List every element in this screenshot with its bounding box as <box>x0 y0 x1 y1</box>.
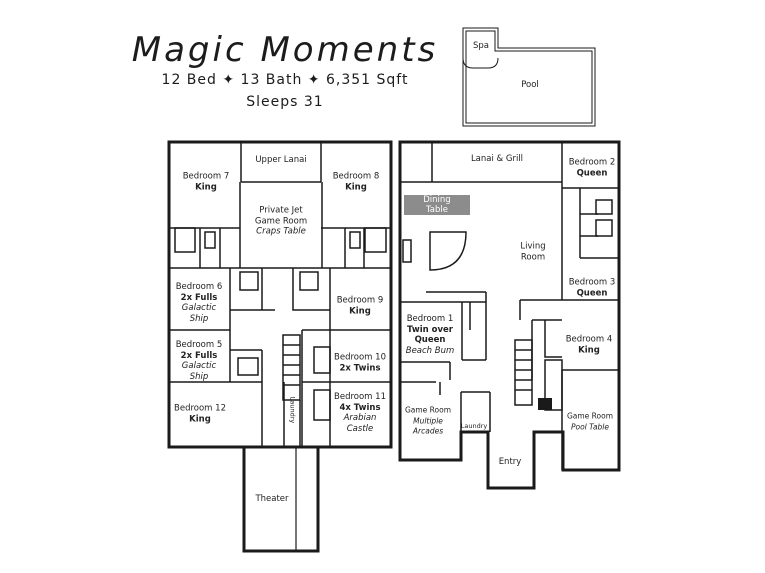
upstairs-laundry-label: Laundry <box>288 396 297 424</box>
bedroom-7-label: Bedroom 7 King <box>183 172 230 193</box>
bedroom-6-label: Bedroom 6 2x Fulls Galactic Ship <box>176 282 223 324</box>
bedroom-1-name: Bedroom 1 <box>406 314 454 324</box>
bedroom-8-bed: King <box>345 182 367 192</box>
game-room-arcade-feature1: Multiple <box>413 415 443 425</box>
pool-label: Pool <box>521 79 539 90</box>
bedroom-8-name: Bedroom 8 <box>332 171 380 182</box>
spa-label: Spa <box>473 40 489 51</box>
theater-label: Theater <box>255 493 289 504</box>
bedroom-9-label: Bedroom 9 King <box>337 296 384 317</box>
bedroom-6-theme1: Galactic <box>181 303 217 313</box>
bedroom-1-bed2: Queen <box>414 335 446 345</box>
entry-label: Entry <box>498 456 522 467</box>
pool-outline <box>462 27 596 127</box>
bedroom-12-name: Bedroom 12 <box>174 403 226 414</box>
bedroom-1-theme: Beach Bum <box>405 345 455 356</box>
game-room-arcade-label: Game Room Multiple Arcades <box>405 405 451 437</box>
bedroom-7-bed: King <box>195 182 217 192</box>
game-room-line2: Game Room <box>254 215 308 226</box>
lanai-grill-label: Lanai & Grill <box>470 153 524 164</box>
dining-line1: Dining <box>423 195 451 205</box>
upper-lanai-label: Upper Lanai <box>255 154 307 165</box>
bedroom-5-theme2: Ship <box>189 371 209 382</box>
bedroom-2-name: Bedroom 2 <box>568 157 616 168</box>
bedroom-4-name: Bedroom 4 <box>565 334 613 345</box>
game-room-pool-label: Game Room Pool Table <box>567 412 613 433</box>
bedroom-5-name: Bedroom 5 <box>175 340 223 350</box>
bedroom-3-bed: Queen <box>576 288 608 298</box>
bedroom-12-label: Bedroom 12 King <box>174 404 226 425</box>
living-room-label: Living Room <box>520 242 545 263</box>
dining-table-label: Dining Table <box>404 195 470 215</box>
bedroom-9-name: Bedroom 9 <box>336 295 384 306</box>
bedroom-12-bed: King <box>189 414 211 424</box>
bedroom-4-label: Bedroom 4 King <box>566 335 613 356</box>
bedroom-1-label: Bedroom 1 Twin over Queen Beach Bum <box>406 314 455 356</box>
bedroom-5-theme1: Galactic <box>181 361 217 371</box>
bedroom-3-label: Bedroom 3 Queen <box>569 278 616 299</box>
game-room-line1: Private Jet <box>259 205 303 216</box>
bedroom-2-label: Bedroom 2 Queen <box>569 158 616 179</box>
plan-sleeps: Sleeps 31 <box>246 94 324 110</box>
game-room-pool-feature: Pool Table <box>570 422 610 431</box>
dining-line2: Table <box>426 205 448 215</box>
plan-stats: 12 Bed ✦ 13 Bath ✦ 6,351 Sqft <box>161 72 409 88</box>
bedroom-11-theme2: Castle <box>346 423 374 434</box>
bedroom-5-label: Bedroom 5 2x Fulls Galactic Ship <box>176 340 223 382</box>
bedroom-3-name: Bedroom 3 <box>568 277 616 288</box>
bedroom-2-bed: Queen <box>576 168 608 178</box>
downstairs-laundry-label: Laundry <box>460 421 488 430</box>
bedroom-6-name: Bedroom 6 <box>175 282 223 292</box>
private-jet-game-room-label: Private Jet Game Room Craps Table <box>255 205 307 237</box>
living-line2: Room <box>520 252 546 262</box>
game-room-feature: Craps Table <box>256 226 306 237</box>
bedroom-4-bed: King <box>578 345 600 355</box>
theater-walls <box>242 447 320 553</box>
bedroom-10-name: Bedroom 10 <box>334 352 386 363</box>
plan-title: Magic Moments <box>131 30 439 70</box>
bedroom-11-bed: 4x Twins <box>339 402 381 413</box>
living-line1: Living <box>520 241 546 252</box>
game-room-arcade-feature2: Arcades <box>412 426 444 436</box>
bedroom-10-bed: 2x Twins <box>339 363 381 373</box>
bedroom-5-bed: 2x Fulls <box>180 350 218 361</box>
upstairs-walls <box>167 140 393 449</box>
bedroom-11-name: Bedroom 11 <box>334 392 386 402</box>
bedroom-11-theme1: Arabian <box>343 413 377 423</box>
bedroom-7-name: Bedroom 7 <box>182 171 230 182</box>
bedroom-11-label: Bedroom 11 4x Twins Arabian Castle <box>334 392 386 434</box>
game-room-arcade-name: Game Room <box>404 405 452 415</box>
bedroom-8-label: Bedroom 8 King <box>333 172 380 193</box>
bedroom-6-bed: 2x Fulls <box>180 292 218 303</box>
downstairs-walls <box>398 140 621 490</box>
bedroom-10-label: Bedroom 10 2x Twins <box>334 353 386 374</box>
bedroom-1-bed1: Twin over <box>407 324 453 335</box>
bedroom-6-theme2: Ship <box>189 313 209 324</box>
game-room-pool-name: Game Room <box>566 411 614 421</box>
bedroom-9-bed: King <box>349 306 371 316</box>
